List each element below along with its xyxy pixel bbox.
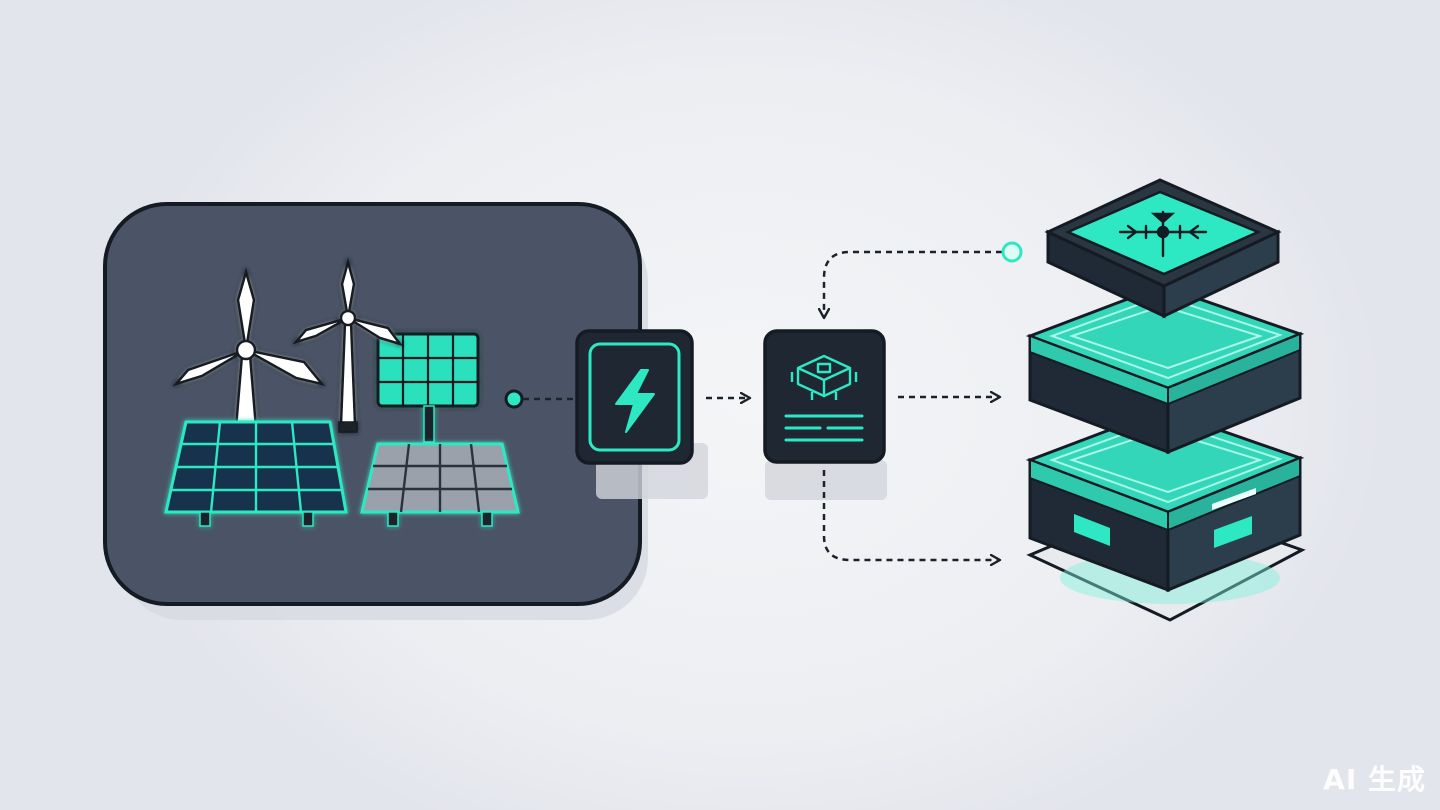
energy-controller-node [763,329,887,500]
lightning-bolt-icon [615,369,655,433]
storage-control-cap [1044,178,1282,319]
solar-panel-icon [360,442,520,527]
feedback-port [1001,241,1023,263]
solar-panel-icon [376,332,480,443]
storage-stack-icon [1025,178,1306,622]
processor-chip-icon [790,354,858,400]
storage-module-upper [1025,284,1305,455]
power-converter-node [575,329,708,499]
ai-generated-watermark: AI 生成 [1323,763,1426,796]
connector-controller-to-storage-lower [822,470,1000,560]
renewable-sources-panel [103,202,648,620]
output-port [504,389,524,409]
storage-module-lower [1025,408,1305,593]
network-hub-icon [1118,210,1208,258]
connector-feedback-from-storage [824,250,1002,318]
node-text-lines [784,414,864,442]
wind-turbine-icon [292,257,404,433]
solar-panel-icon [164,420,348,527]
